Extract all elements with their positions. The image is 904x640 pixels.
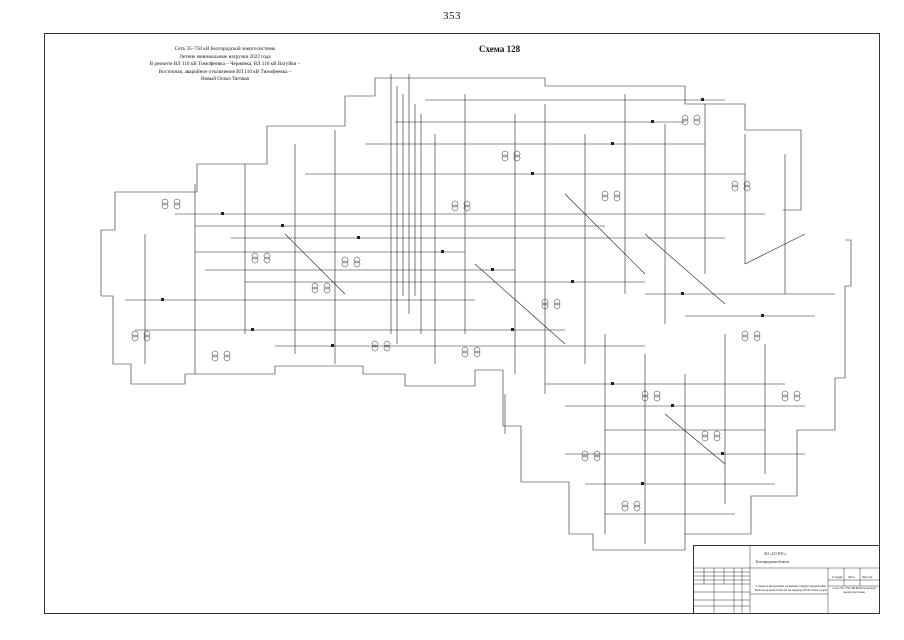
title-block-grid — [694, 546, 879, 613]
scheme-header: Сеть 35–750 кВ Белгородской энергосистем… — [111, 46, 339, 84]
header-line-1: Сеть 35–750 кВ Белгородской энергосистем… — [174, 46, 276, 52]
page-number: 353 — [443, 10, 461, 22]
sheet-label: Лист — [848, 575, 856, 579]
title-block-stamp: АО «СО ЕЭС» Белгородская область Стадия … — [693, 545, 879, 613]
header-line-3: В ремонте ВЛ 110 кВ Тимофеевка – Чернянк… — [149, 61, 301, 68]
region-name: Белгородская область — [756, 560, 790, 564]
header-line-4: Восточная, аварийное отключение ВЛ 110 к… — [158, 68, 292, 75]
drawing-sheet: Сеть 35–750 кВ Белгородской энергосистем… — [44, 33, 880, 614]
power-network-schematic — [100, 74, 852, 551]
header-line-5: Новый Оскол Тяговая — [200, 76, 250, 83]
stage-label: Стадия — [832, 575, 843, 579]
project-description: Схема и программа развития электроэнерге… — [755, 584, 827, 593]
drawing-title: Сеть 35–750 кВ Белгородской энергосистем… — [832, 586, 876, 595]
header-line-2: Летние минимальные нагрузки 2022 года — [179, 53, 271, 60]
sheets-label: Листов — [862, 575, 873, 579]
scheme-title: Схема 128 — [479, 44, 521, 54]
organization-name: АО «СО ЕЭС» — [764, 552, 787, 556]
